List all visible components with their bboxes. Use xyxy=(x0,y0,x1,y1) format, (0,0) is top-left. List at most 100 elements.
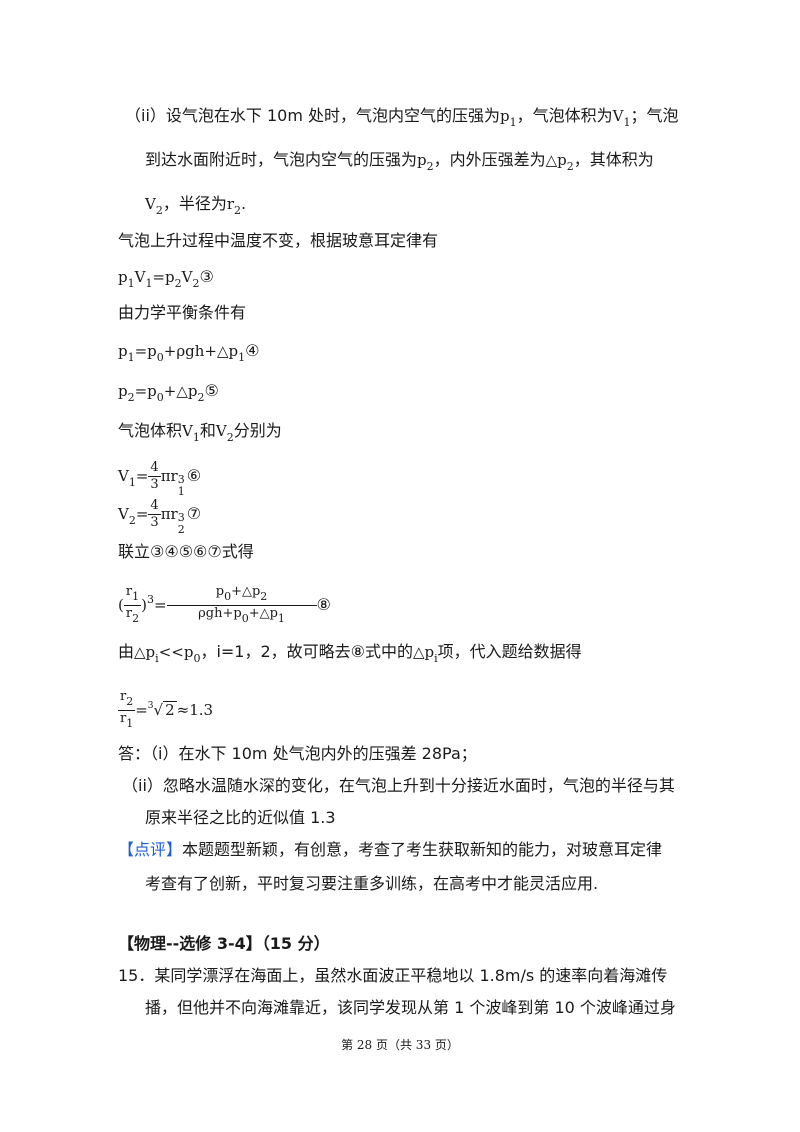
text: ，其体积为 xyxy=(573,150,654,169)
symbol: +ρgh+△p xyxy=(163,342,239,360)
symbol: V xyxy=(612,107,624,125)
equation-number: ⑧ xyxy=(316,595,331,614)
equation-number: ⑥ xyxy=(186,466,202,485)
symbol: =p xyxy=(134,382,157,400)
superscript: 3 xyxy=(177,510,185,524)
subscript: 2 xyxy=(128,514,136,527)
symbol: △p xyxy=(413,643,435,661)
symbol: =p xyxy=(134,342,157,360)
subscript: 2 xyxy=(174,277,182,290)
subscript: 2 xyxy=(192,277,200,290)
intro-line-1: （ii）设气泡在水下 10m 处时，气泡内空气的压强为p1，气泡体积为V1；气泡 xyxy=(125,106,679,133)
subscript: 2 xyxy=(426,160,434,173)
equation-3: p1V1=p2V2③ xyxy=(118,267,214,294)
text: ，气泡体积为 xyxy=(516,106,613,125)
subscript: 1 xyxy=(128,476,136,489)
subscript: 1 xyxy=(623,116,631,129)
symbol: p xyxy=(417,151,427,169)
text: 到达水面附近时，气泡内空气的压强为 xyxy=(145,150,418,169)
combine-text: 联立③④⑤⑥⑦式得 xyxy=(118,542,254,561)
subscript: 2 xyxy=(177,522,185,536)
symbol: +△p xyxy=(248,606,278,621)
symbol: V xyxy=(145,195,156,213)
numerator: 4 xyxy=(148,498,161,515)
symbol: =p xyxy=(152,268,175,286)
subscript: 2 xyxy=(226,431,234,444)
text: ，i=1，2，故可略去⑧式中的 xyxy=(200,642,413,661)
equation-number: ⑦ xyxy=(186,504,202,523)
volume-text: 气泡体积V1和V2分别为 xyxy=(118,421,282,448)
superscript: 3 xyxy=(177,472,185,486)
answer-line-1: 答：（i）在水下 10m 处气泡内外的压强差 28Pa； xyxy=(118,744,477,763)
section-title: 【物理--选修 3-4】（15 分） xyxy=(118,934,330,953)
text: ，内外压强差为 xyxy=(433,150,546,169)
subscript: 0 xyxy=(241,612,249,625)
symbol: p xyxy=(118,268,128,286)
symbol: ≈1.3 xyxy=(176,701,214,719)
subscript: 1 xyxy=(127,277,135,290)
root-index: 3 xyxy=(147,701,154,711)
text: 由 xyxy=(118,642,135,661)
text: . xyxy=(241,194,247,213)
symbol: +△p xyxy=(231,584,261,599)
subscript: 1 xyxy=(177,484,185,498)
symbol: r xyxy=(120,711,127,726)
symbol: = xyxy=(153,596,167,614)
text: 项，代入题给数据得 xyxy=(437,642,582,661)
intro-line-2: 到达水面附近时，气泡内空气的压强为p2，内外压强差为△p2，其体积为 xyxy=(145,150,654,177)
symbol: = xyxy=(135,505,149,523)
subscript: 2 xyxy=(234,204,242,217)
subscript: 1 xyxy=(145,277,153,290)
subscript: i xyxy=(434,652,438,665)
subscript: i xyxy=(155,652,159,665)
text: ，半径为 xyxy=(162,194,227,213)
symbol: p xyxy=(500,107,510,125)
text: 气泡体积 xyxy=(118,421,183,440)
text: 本题题型新颖，有创意，考查了考生获取新知的能力，对玻意耳定律 xyxy=(182,840,663,859)
symbol: r xyxy=(226,195,235,213)
subscript: 2 xyxy=(126,695,134,708)
cube-root: 3√2 xyxy=(147,701,177,719)
symbol: p xyxy=(118,382,128,400)
symbol: V xyxy=(118,505,129,523)
numerator: 4 xyxy=(148,460,161,477)
symbol: r xyxy=(125,584,133,599)
superscript: 3 xyxy=(146,593,154,606)
text: 和 xyxy=(199,421,216,440)
subscript: 2 xyxy=(132,612,140,625)
question-15-line-2: 播，但他并不向海滩靠近，该同学发现从第 1 个波峰到第 10 个波峰通过身 xyxy=(145,998,676,1017)
equation-4: p1=p0+ρgh+△p1④ xyxy=(118,341,259,368)
text: （ii）设气泡在水下 10m 处时，气泡内空气的压强为 xyxy=(125,106,501,125)
equation-number: ③ xyxy=(199,267,214,286)
boyle-text: 气泡上升过程中温度不变，根据玻意耳定律有 xyxy=(118,231,439,250)
symbol: △p xyxy=(545,151,567,169)
equation-number: ④ xyxy=(245,341,260,360)
text: 分别为 xyxy=(233,421,282,440)
symbol: πr xyxy=(160,467,178,485)
symbol: = xyxy=(135,467,149,485)
answer-line-2: （ii）忽略水温随水深的变化，在气泡上升到十分接近水面时，气泡的半径与其 xyxy=(122,776,675,795)
symbol: p xyxy=(215,584,225,599)
subscript: 2 xyxy=(197,391,205,404)
question-15-line-1: 15．某同学漂浮在海面上，虽然水面波正平稳地以 1.8m/s 的速率向着海滩传 xyxy=(118,966,668,985)
subscript: 2 xyxy=(260,590,268,603)
radicand: 2 xyxy=(163,701,177,719)
text: ；气泡 xyxy=(630,106,679,125)
subscript: 2 xyxy=(155,204,163,217)
subscript: 0 xyxy=(156,391,164,404)
symbol: <<p xyxy=(158,643,194,661)
subscript: 1 xyxy=(192,431,200,444)
denominator: 3 xyxy=(150,477,159,492)
page-footer: 第 28 页（共 33 页） xyxy=(341,1038,459,1052)
answer-line-3: 原来半径之比的近似值 1.3 xyxy=(145,808,336,827)
